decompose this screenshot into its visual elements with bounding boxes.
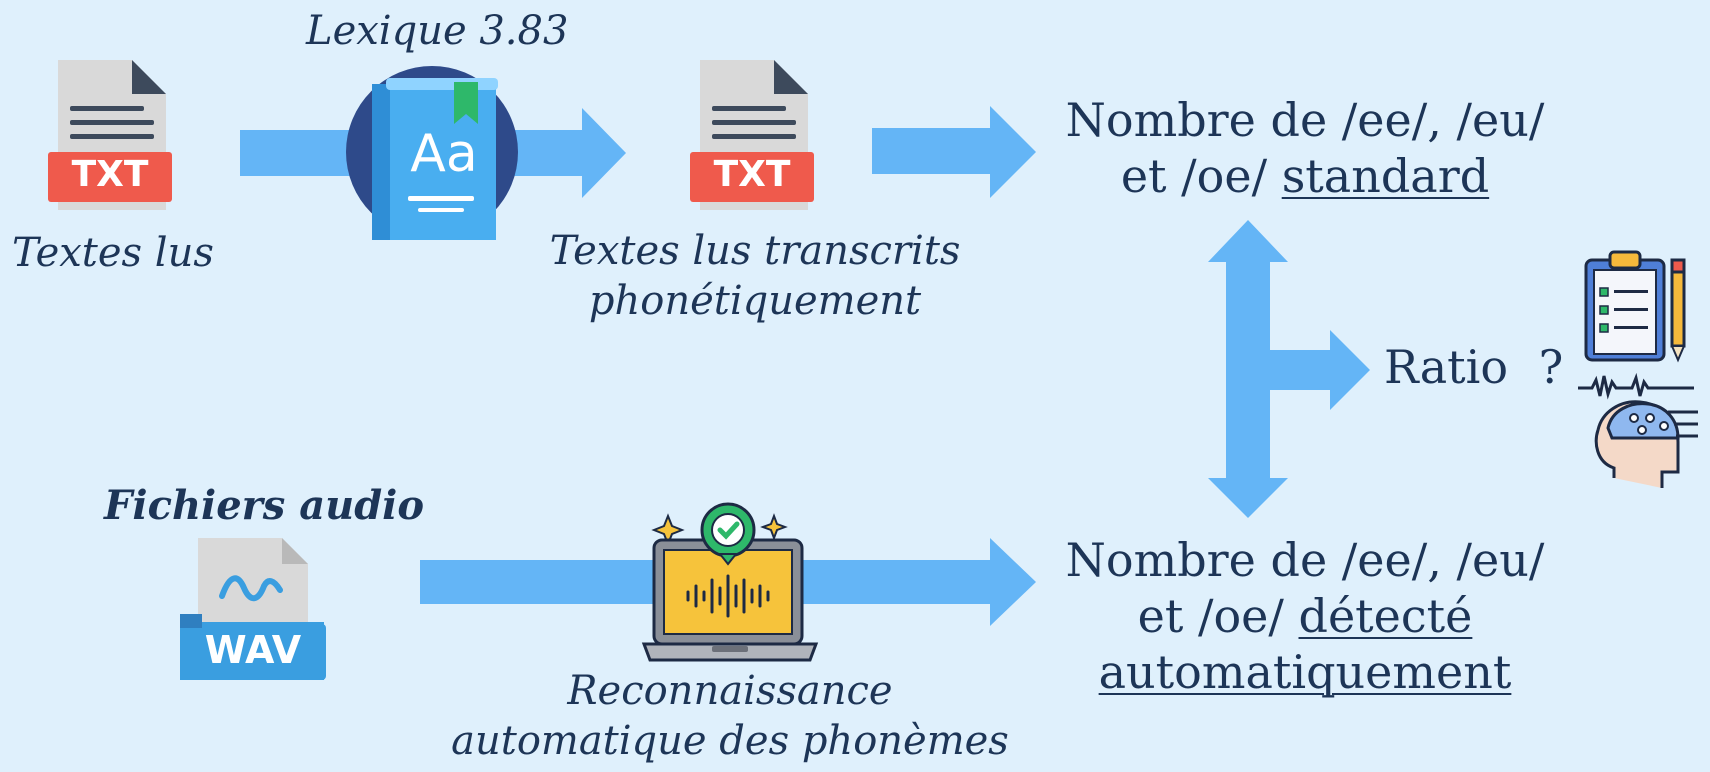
txt-file-icon-source: TXT <box>48 56 178 216</box>
detected-line3: automatiquement <box>1040 644 1570 700</box>
detected-count-result: Nombre de /ee/, /eu/ et /oe/ détecté aut… <box>1040 532 1570 700</box>
arrow-to-ratio <box>1268 330 1370 410</box>
arrow-transcribed-to-standard <box>872 106 1036 198</box>
recognition-label-line1: Reconnaissance <box>567 668 893 714</box>
detected-underlined: détecté <box>1298 589 1473 644</box>
txt-badge-transcribed: TXT <box>713 154 791 195</box>
laptop-recognition-icon <box>640 500 820 664</box>
dictionary-book-icon: Aa <box>346 64 522 240</box>
audio-files-label: Fichiers audio <box>104 482 425 529</box>
ratio-label-group: Ratio ? <box>1384 340 1563 394</box>
arrow-vertical-double <box>1208 220 1288 518</box>
ratio-label: Ratio <box>1384 340 1509 394</box>
source-texts-label: Textes lus <box>12 230 214 276</box>
detected-underlined-automatic: automatiquement <box>1098 645 1512 700</box>
recognition-label-line2: automatique des phonèmes <box>451 718 1009 764</box>
standard-underlined: standard <box>1281 149 1490 204</box>
brain-head-icon <box>1578 372 1698 492</box>
txt-file-icon-transcribed: TXT <box>690 56 820 216</box>
detected-line2-prefix: et /oe/ <box>1137 589 1299 644</box>
detected-line2: et /oe/ détecté <box>1040 588 1570 644</box>
dictionary-aa-text: Aa <box>410 124 478 184</box>
recognition-label: Reconnaissance automatique des phonèmes <box>420 666 1040 766</box>
transcribed-label-line2: phonétiquement <box>588 278 922 324</box>
transcribed-label-line1: Textes lus transcrits <box>549 228 961 274</box>
standard-line2-prefix: et /oe/ <box>1120 149 1282 204</box>
txt-badge-source: TXT <box>71 154 149 195</box>
wav-badge: WAV <box>204 628 302 672</box>
standard-line1: Nombre de /ee/, /eu/ <box>1065 93 1545 147</box>
clipboard-icon <box>1580 246 1690 364</box>
detected-line1: Nombre de /ee/, /eu/ <box>1065 533 1545 587</box>
ratio-question-mark: ? <box>1538 340 1564 394</box>
standard-line2: et /oe/ standard <box>1040 148 1570 204</box>
standard-count-result: Nombre de /ee/, /eu/ et /oe/ standard <box>1040 92 1570 204</box>
dictionary-label: Lexique 3.83 <box>306 8 569 54</box>
transcribed-texts-label: Textes lus transcrits phonétiquement <box>530 226 980 326</box>
wav-file-icon: WAV <box>180 534 326 684</box>
